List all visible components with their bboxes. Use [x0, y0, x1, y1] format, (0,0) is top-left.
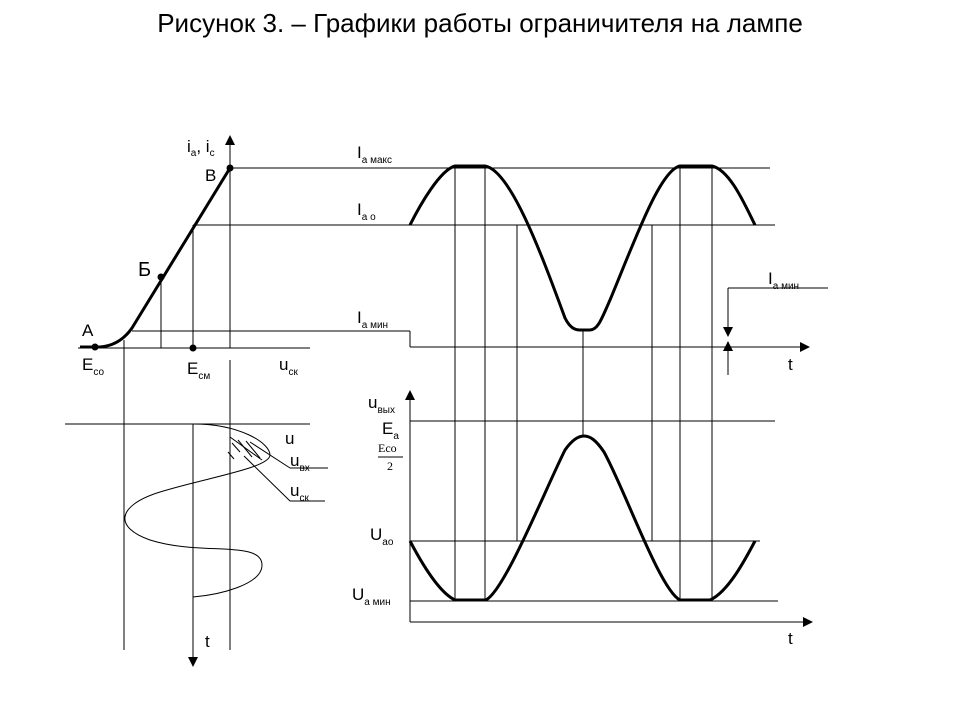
- t-top-label: t: [788, 355, 793, 374]
- eco-label: Eсо: [82, 355, 104, 378]
- characteristic-curve: [80, 167, 232, 349]
- u-label: u: [285, 429, 294, 448]
- point-v-label: В: [205, 166, 216, 185]
- output-voltage-graph: uвых Eа Eco 2 Uао Uа мин t: [352, 390, 813, 648]
- point-eco-dot: [91, 343, 99, 351]
- anode-current-curve: [408, 164, 757, 332]
- point-b-dot: [157, 273, 165, 281]
- uao-label: Uао: [370, 525, 394, 548]
- ia-maks-label: Iа макс: [357, 143, 392, 166]
- ia-min-label: Iа мин: [357, 308, 388, 331]
- ea-label: Eа: [382, 419, 399, 442]
- page-title: Рисунок 3. – Графики работы ограничителя…: [157, 8, 803, 38]
- point-b-label: Б: [138, 259, 151, 281]
- uvyx-label: uвых: [368, 393, 395, 416]
- esm-label: Eсм: [187, 359, 210, 382]
- uvx-label: uвх: [290, 451, 310, 474]
- ia-o-label: Iа о: [357, 200, 376, 223]
- characteristic-graph: iа, iс В Б А Eсо Eсм uск: [78, 135, 775, 650]
- t-bottom-label: t: [788, 629, 793, 648]
- ua-min-label: Uа мин: [352, 585, 391, 608]
- ia-min-right-label: Iа мин: [768, 269, 799, 292]
- usk-leader: [243, 455, 291, 502]
- point-esm-dot: [189, 344, 197, 352]
- usk2-label: uск: [290, 481, 309, 504]
- anode-current-graph: Iа макс Iа о Iа мин Iа мин t: [357, 143, 828, 375]
- hatched-area: [227, 436, 263, 461]
- point-v-dot: [226, 164, 234, 172]
- input-graph: u uвх uск t: [65, 423, 328, 667]
- uvx-leader: [249, 441, 291, 469]
- ia-ic-label: iа, iс: [187, 137, 215, 159]
- point-a-label: А: [82, 321, 94, 340]
- usk-label: uск: [279, 355, 298, 378]
- time-projection-lines: [454, 166, 713, 601]
- t-left-label: t: [205, 632, 210, 651]
- output-voltage-curve: [408, 434, 757, 602]
- eco-frac-den: 2: [387, 459, 393, 473]
- eco-frac-num: Eco: [378, 441, 397, 455]
